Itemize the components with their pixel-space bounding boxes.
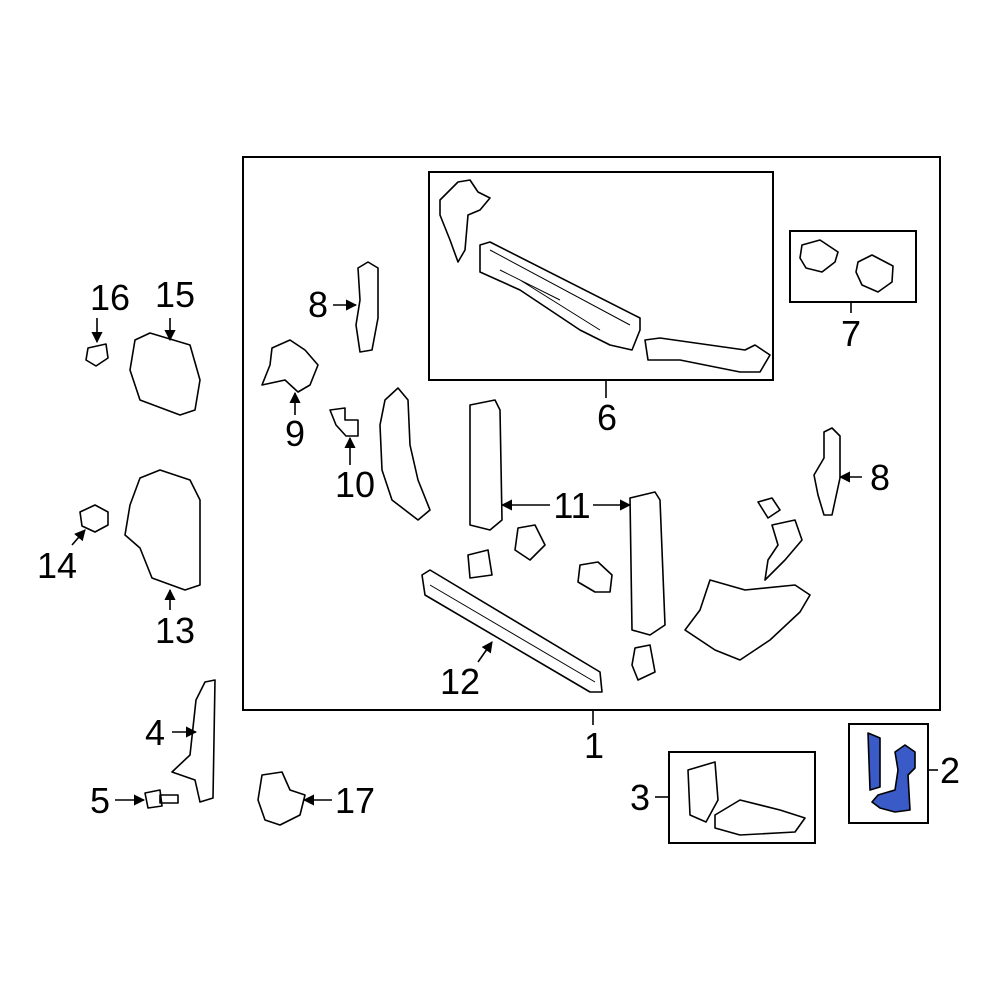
part-17-sensor[interactable] bbox=[257, 771, 306, 826]
callout-14: 14 bbox=[37, 545, 77, 586]
part-8-right-bracket[interactable] bbox=[813, 427, 841, 516]
part-15-cover[interactable] bbox=[129, 332, 201, 416]
callout-3: 3 bbox=[630, 777, 650, 818]
callout-4: 4 bbox=[145, 712, 165, 753]
callout-10: 10 bbox=[335, 464, 375, 505]
part-2-bracket-highlighted[interactable] bbox=[867, 732, 916, 813]
part-6-upper-support[interactable] bbox=[439, 179, 771, 373]
small-bracket-f[interactable] bbox=[764, 519, 803, 581]
group-box-6 bbox=[428, 171, 774, 381]
small-bracket-d[interactable] bbox=[631, 644, 656, 681]
part-11-left-pillar[interactable] bbox=[469, 399, 503, 531]
apron-right[interactable] bbox=[684, 579, 811, 661]
part-13-deflector[interactable] bbox=[124, 469, 201, 591]
small-bracket-c[interactable] bbox=[577, 561, 613, 593]
part-11-right-pillar[interactable] bbox=[629, 491, 666, 636]
part-16-clip[interactable] bbox=[85, 343, 109, 367]
callout-15: 15 bbox=[155, 274, 195, 315]
group-box-2 bbox=[848, 723, 929, 824]
callout-8-right: 8 bbox=[870, 457, 890, 498]
part-3-brackets[interactable] bbox=[687, 761, 806, 836]
callout-2: 2 bbox=[940, 750, 960, 791]
part-4-bracket[interactable] bbox=[171, 679, 216, 803]
group-box-7 bbox=[789, 230, 917, 303]
part-9-bracket[interactable] bbox=[261, 339, 319, 393]
part-7-brackets[interactable] bbox=[799, 239, 894, 293]
callout-8-left: 8 bbox=[308, 284, 328, 325]
small-bracket-b[interactable] bbox=[514, 524, 546, 561]
callout-17: 17 bbox=[335, 780, 375, 821]
callout-12: 12 bbox=[440, 661, 480, 702]
callout-1: 1 bbox=[584, 725, 604, 766]
small-bracket-a[interactable] bbox=[467, 549, 493, 579]
leader-lines bbox=[71, 299, 938, 806]
callout-6: 6 bbox=[597, 397, 617, 438]
callout-16: 16 bbox=[90, 277, 130, 318]
part-12-lower-support[interactable] bbox=[421, 569, 603, 693]
callout-7: 7 bbox=[841, 313, 861, 354]
part-14-nut[interactable] bbox=[79, 504, 109, 533]
callout-5: 5 bbox=[90, 780, 110, 821]
callout-9: 9 bbox=[285, 413, 305, 454]
part-8-left-bracket[interactable] bbox=[355, 261, 379, 353]
callout-11: 11 bbox=[553, 485, 590, 526]
callout-13: 13 bbox=[155, 610, 195, 651]
part-10-clip[interactable] bbox=[329, 407, 359, 437]
part-5-bolt[interactable] bbox=[144, 789, 179, 809]
group-box-1 bbox=[242, 156, 941, 711]
small-bracket-e[interactable] bbox=[757, 497, 781, 519]
side-member-left[interactable] bbox=[379, 387, 431, 521]
